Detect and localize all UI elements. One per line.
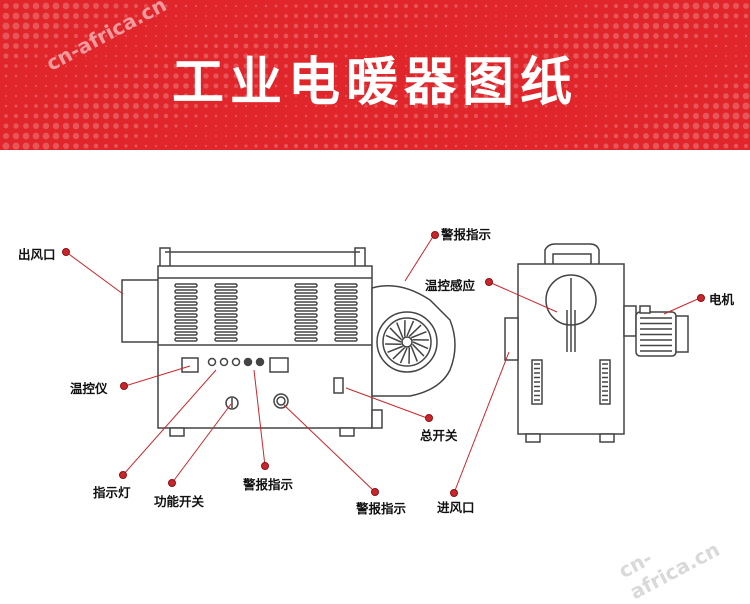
- label-temp-sensor: 温控感应: [425, 275, 475, 294]
- callout-dot: [120, 382, 128, 390]
- label-function-switch: 功能开关: [154, 491, 204, 510]
- label-main-switch: 总开关: [420, 425, 458, 444]
- callout-dot: [431, 231, 439, 239]
- callout-dot: [485, 278, 493, 286]
- label-alarm-mid: 警报指示: [243, 474, 293, 493]
- label-outlet-left: 出风口: [18, 244, 56, 263]
- heater-side-view: [505, 244, 688, 442]
- label-thermostat: 温控仪: [70, 378, 108, 397]
- callout-dot: [697, 294, 705, 302]
- label-motor: 电机: [709, 289, 734, 308]
- heater-front-view: [122, 248, 455, 436]
- callout-dot: [62, 248, 70, 256]
- label-inlet: 进风口: [437, 497, 475, 516]
- callout-dot: [450, 489, 458, 497]
- callout-dot: [261, 462, 269, 470]
- callout-dot: [371, 488, 379, 496]
- callout-dot: [425, 414, 433, 422]
- callout-dot: [119, 471, 127, 479]
- label-alarm-top: 警报指示: [441, 224, 491, 243]
- label-alarm-bottom: 警报指示: [356, 498, 406, 517]
- callout-dot: [168, 479, 176, 487]
- label-indicator-light: 指示灯: [93, 482, 131, 501]
